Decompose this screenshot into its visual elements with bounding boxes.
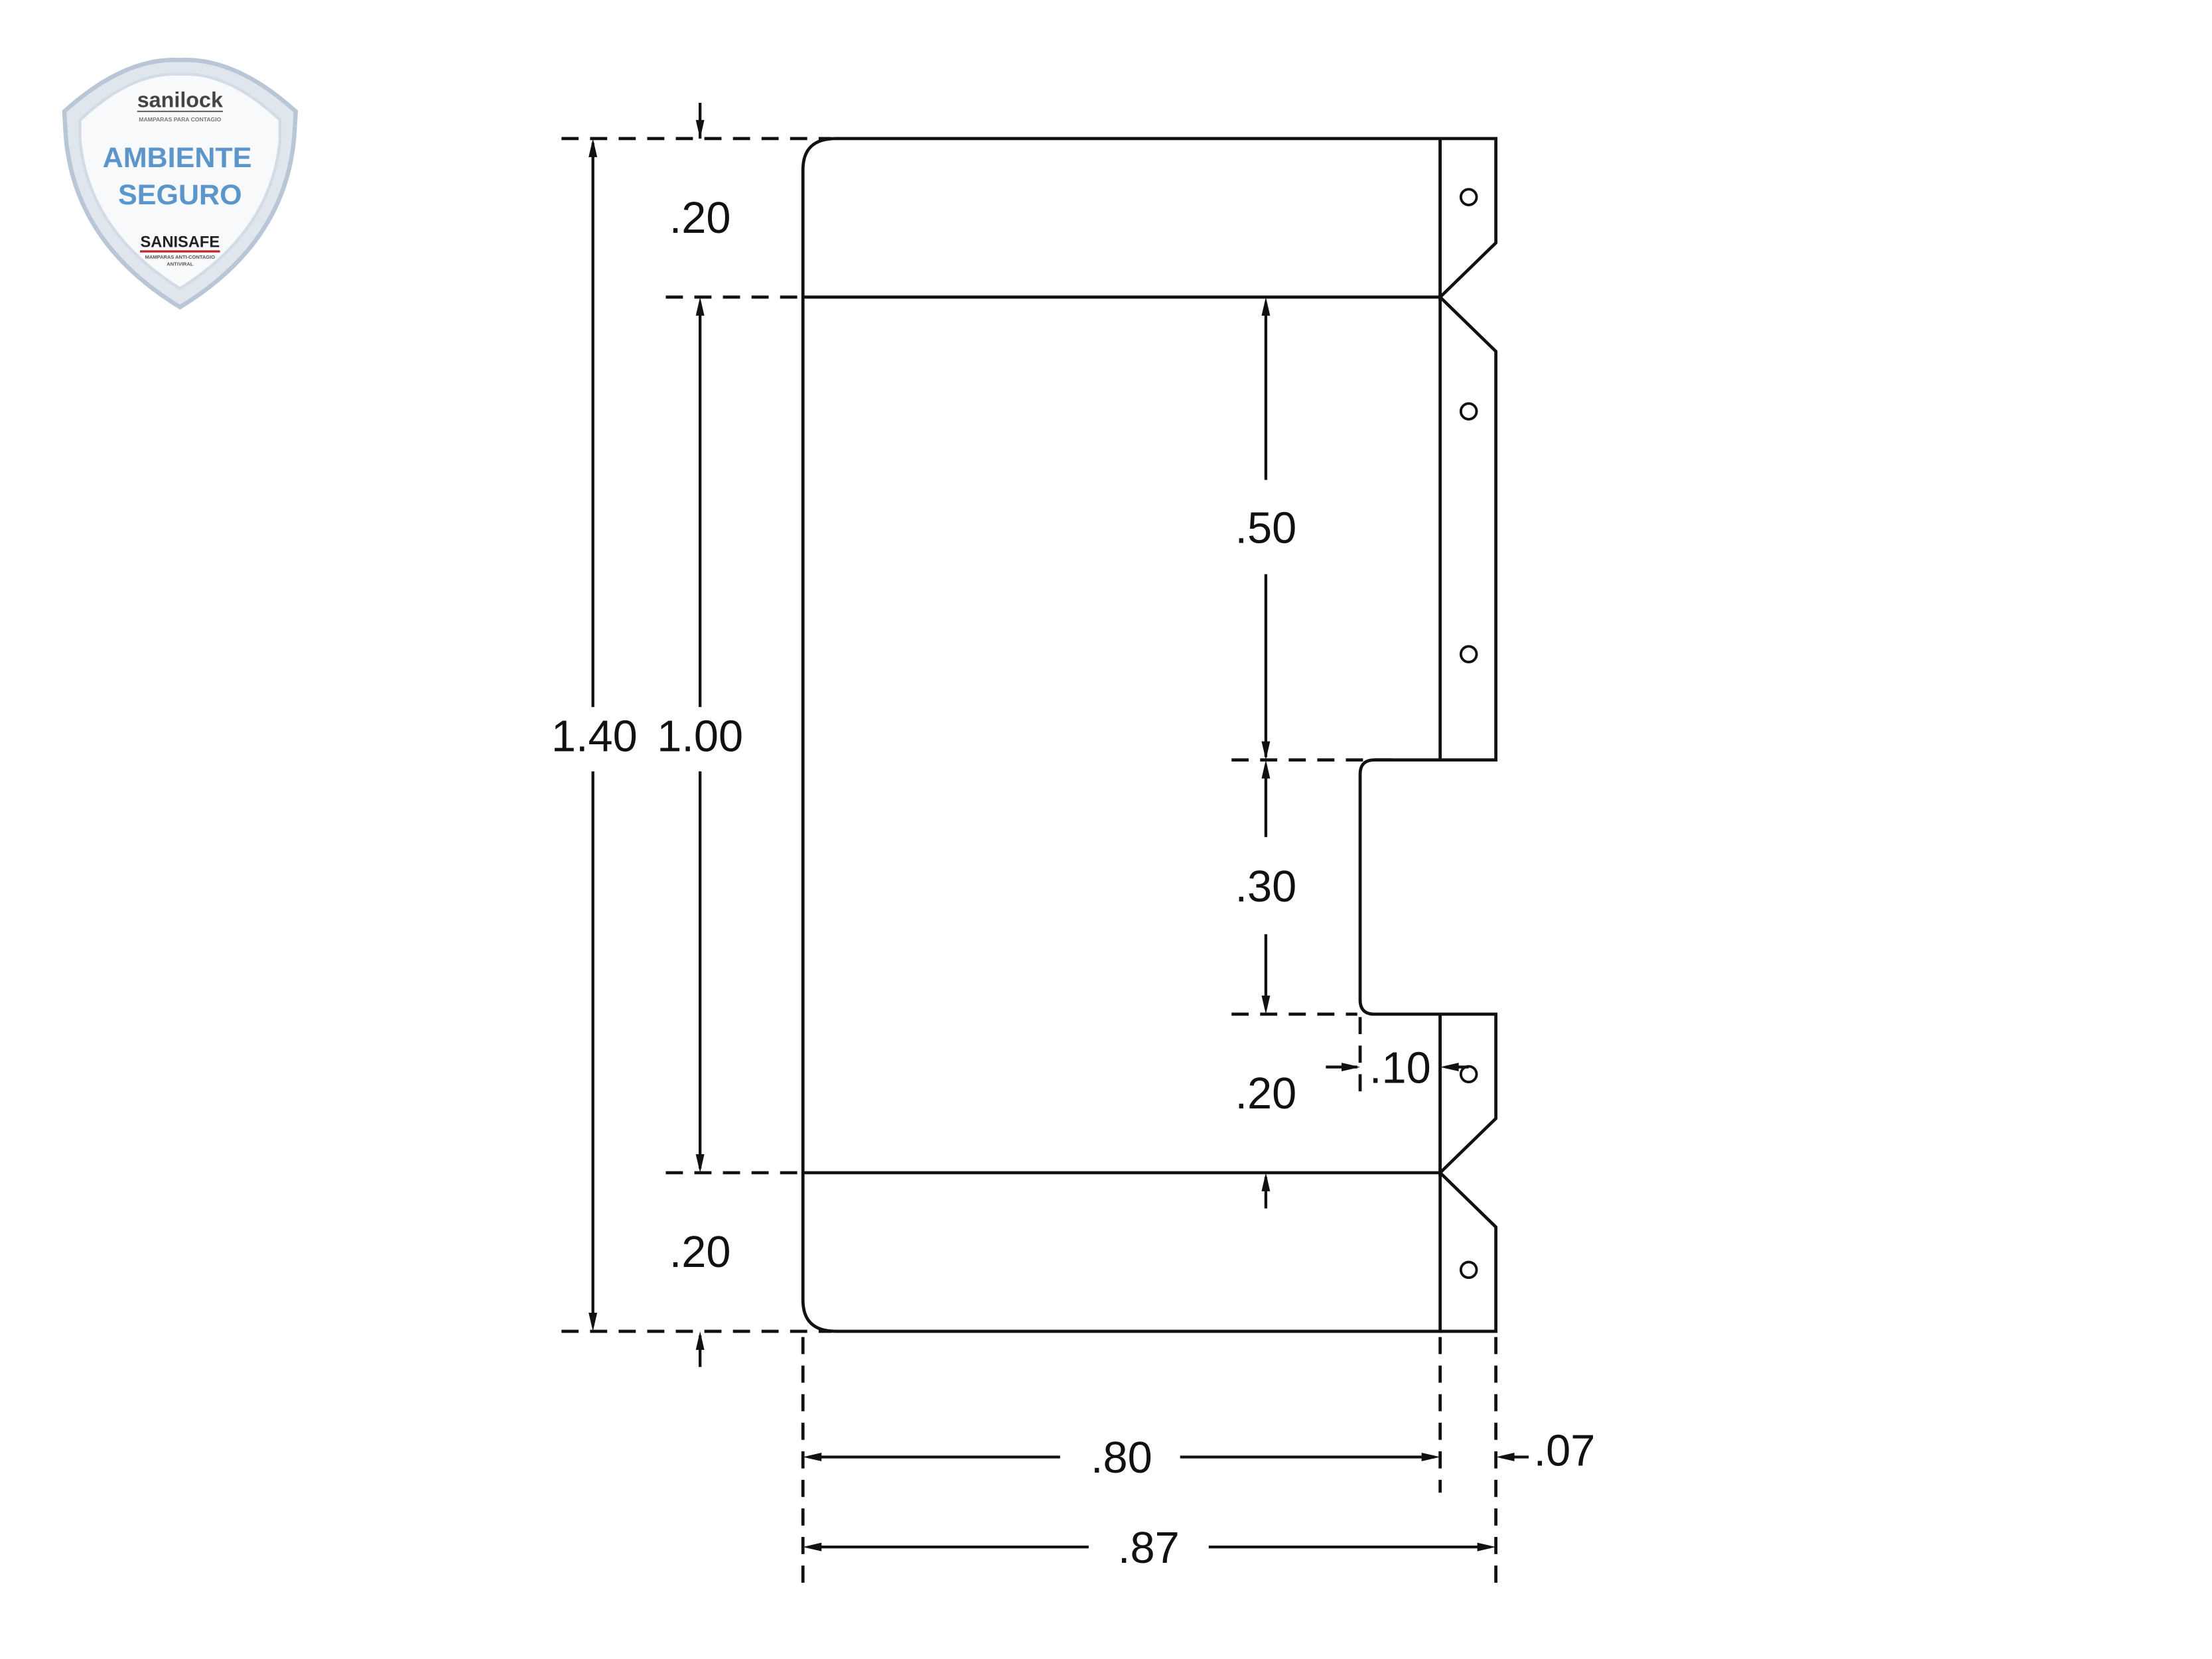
dim-top-panel-height: .20 xyxy=(669,194,731,243)
badge-sub-tagline-2: ANTIVIRAL xyxy=(167,261,193,267)
badge-brand: sanilock xyxy=(137,88,223,112)
dim-upper-hinge-segment: .50 xyxy=(1235,503,1297,553)
panel-body xyxy=(801,137,1442,1333)
dim-hinge-width: .07 xyxy=(1534,1426,1596,1475)
hole-1 xyxy=(1459,188,1478,206)
dim-overall-height: 1.40 xyxy=(551,712,638,762)
hole-5 xyxy=(1459,1260,1478,1280)
dim-cutout-depth: .10 xyxy=(1369,1043,1431,1093)
hinge-strip-2 xyxy=(1438,296,1497,762)
dim-panel-width: .80 xyxy=(1091,1433,1152,1483)
dim-inner-height: 1.00 xyxy=(657,712,743,762)
badge-brand-tagline: MAMPARAS PARA CONTAGIO xyxy=(139,116,221,123)
hole-4 xyxy=(1459,1065,1478,1084)
part-outline xyxy=(801,137,1497,1333)
dimension-lines xyxy=(591,103,1529,1549)
hinge-strip-4 xyxy=(1438,1171,1497,1333)
hinge-strip-1 xyxy=(1438,137,1497,301)
ambiente-seguro-badge: sanilock MAMPARAS PARA CONTAGIO AMBIENTE… xyxy=(62,58,299,310)
dim-lower-hinge-segment: .20 xyxy=(1235,1069,1297,1118)
extension-lines xyxy=(561,137,1497,1583)
dim-overall-width: .87 xyxy=(1118,1524,1180,1573)
dim-bottom-panel-height: .20 xyxy=(669,1228,731,1277)
arrowheads xyxy=(588,119,1515,1552)
badge-sub-tagline-1: MAMPARAS ANTI-CONTAGIO xyxy=(145,254,216,260)
hinge-strip-3 xyxy=(1438,1012,1497,1177)
badge-title-line1: AMBIENTE xyxy=(103,142,252,174)
dimension-labels: .20 1.40 1.00 .50 .30 .20 .10 .20 .80 .0… xyxy=(551,194,1596,1573)
dim-cutout-height: .30 xyxy=(1235,862,1297,911)
badge-title-line2: SEGURO xyxy=(118,179,242,211)
hole-2 xyxy=(1459,402,1478,421)
hole-3 xyxy=(1459,645,1478,664)
badge-sub-brand: SANISAFE xyxy=(140,234,220,251)
